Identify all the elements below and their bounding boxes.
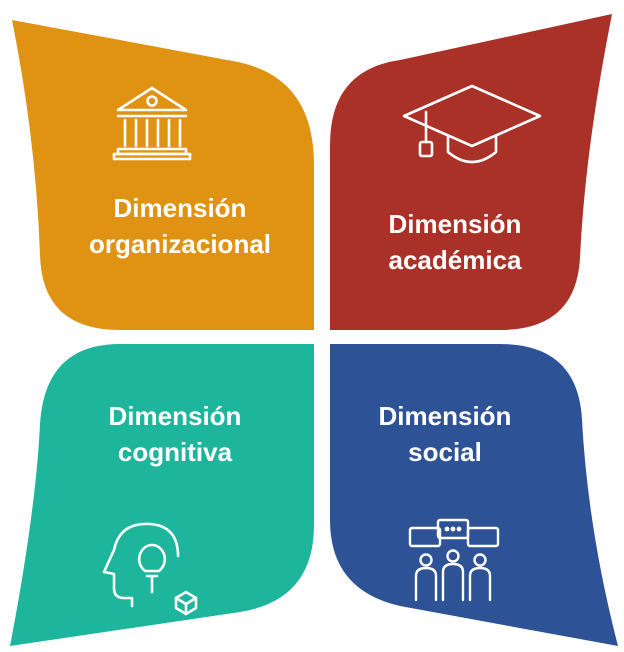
label-organizational-line2: organizacional bbox=[88, 229, 272, 259]
label-academic: Dimensión académica bbox=[345, 206, 565, 278]
label-social: Dimensión social bbox=[335, 398, 555, 470]
label-social-line2: social bbox=[408, 437, 482, 467]
petal-organizational bbox=[12, 20, 314, 330]
label-organizational-line1: Dimensión bbox=[113, 193, 247, 223]
label-cognitive: Dimensión cognitiva bbox=[65, 398, 285, 470]
head-lightbulb-icon bbox=[102, 522, 198, 616]
label-academic-line2: académica bbox=[388, 245, 522, 275]
group-discussion-icon bbox=[408, 518, 500, 602]
label-cognitive-line1: Dimensión bbox=[108, 401, 242, 431]
petal-academic bbox=[330, 14, 612, 330]
petal-cognitive bbox=[10, 344, 314, 646]
label-organizational: Dimensión organizacional bbox=[70, 190, 290, 262]
graduation-cap-icon bbox=[402, 84, 542, 164]
label-social-line1: Dimensión bbox=[378, 401, 512, 431]
museum-building-icon bbox=[112, 86, 192, 161]
label-academic-line1: Dimensión bbox=[388, 209, 522, 239]
petal-social bbox=[330, 344, 618, 646]
label-cognitive-line2: cognitiva bbox=[117, 437, 233, 467]
